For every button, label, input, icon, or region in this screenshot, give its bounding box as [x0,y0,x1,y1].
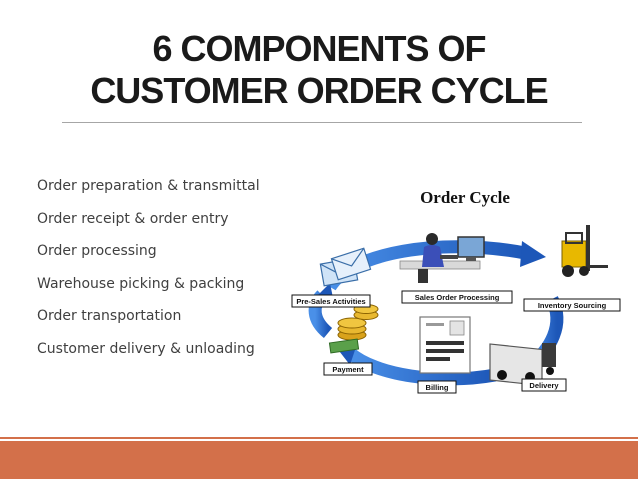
title-divider [62,122,582,123]
slide-title: 6 COMPONENTS OF CUSTOMER ORDER CYCLE [60,28,578,112]
invoice-icon [419,316,471,374]
stage-label-payment: Payment [323,362,373,376]
component-item: Customer delivery & unloading [37,340,255,357]
footer-accent-band [0,441,638,479]
coins-icon [328,304,379,354]
computer-operator-icon [399,233,485,283]
arrowhead-top [520,241,546,267]
diagram-heading: Order Cycle [420,188,510,207]
truck-icon [489,343,556,387]
stage-label-billing-text: Billing [426,383,449,392]
stage-label-delivery-text: Delivery [529,381,559,390]
stage-label-inventory-text: Inventory Sourcing [538,301,607,310]
stage-label-sales-order-text: Sales Order Processing [415,293,500,302]
cycle-arrow-bottom [345,347,497,386]
components-list: Order preparation & transmittal Order re… [37,176,260,372]
stage-label-pre-sales-text: Pre-Sales Activities [296,297,365,306]
component-item: Warehouse picking & packing [37,275,245,292]
title-line-1: 6 COMPONENTS OF [152,28,486,69]
stage-label-payment-text: Payment [332,365,364,374]
stage-label-billing: Billing [417,380,457,394]
forklift-icon [561,225,608,277]
order-cycle-diagram: Order Cycle [291,188,621,394]
component-item: Order processing [37,243,157,260]
component-item: Order transportation [37,308,182,325]
component-item: Order receipt & order entry [37,210,229,227]
title-line-2: CUSTOMER ORDER CYCLE [90,70,548,111]
stage-label-inventory: Inventory Sourcing [523,298,621,312]
footer-accent-line [0,437,638,439]
stage-label-delivery: Delivery [521,378,567,392]
stage-label-pre-sales: Pre-Sales Activities [291,294,371,308]
envelope-icon [319,247,372,287]
component-item: Order preparation & transmittal [37,178,260,194]
stage-label-sales-order: Sales Order Processing [401,290,513,304]
